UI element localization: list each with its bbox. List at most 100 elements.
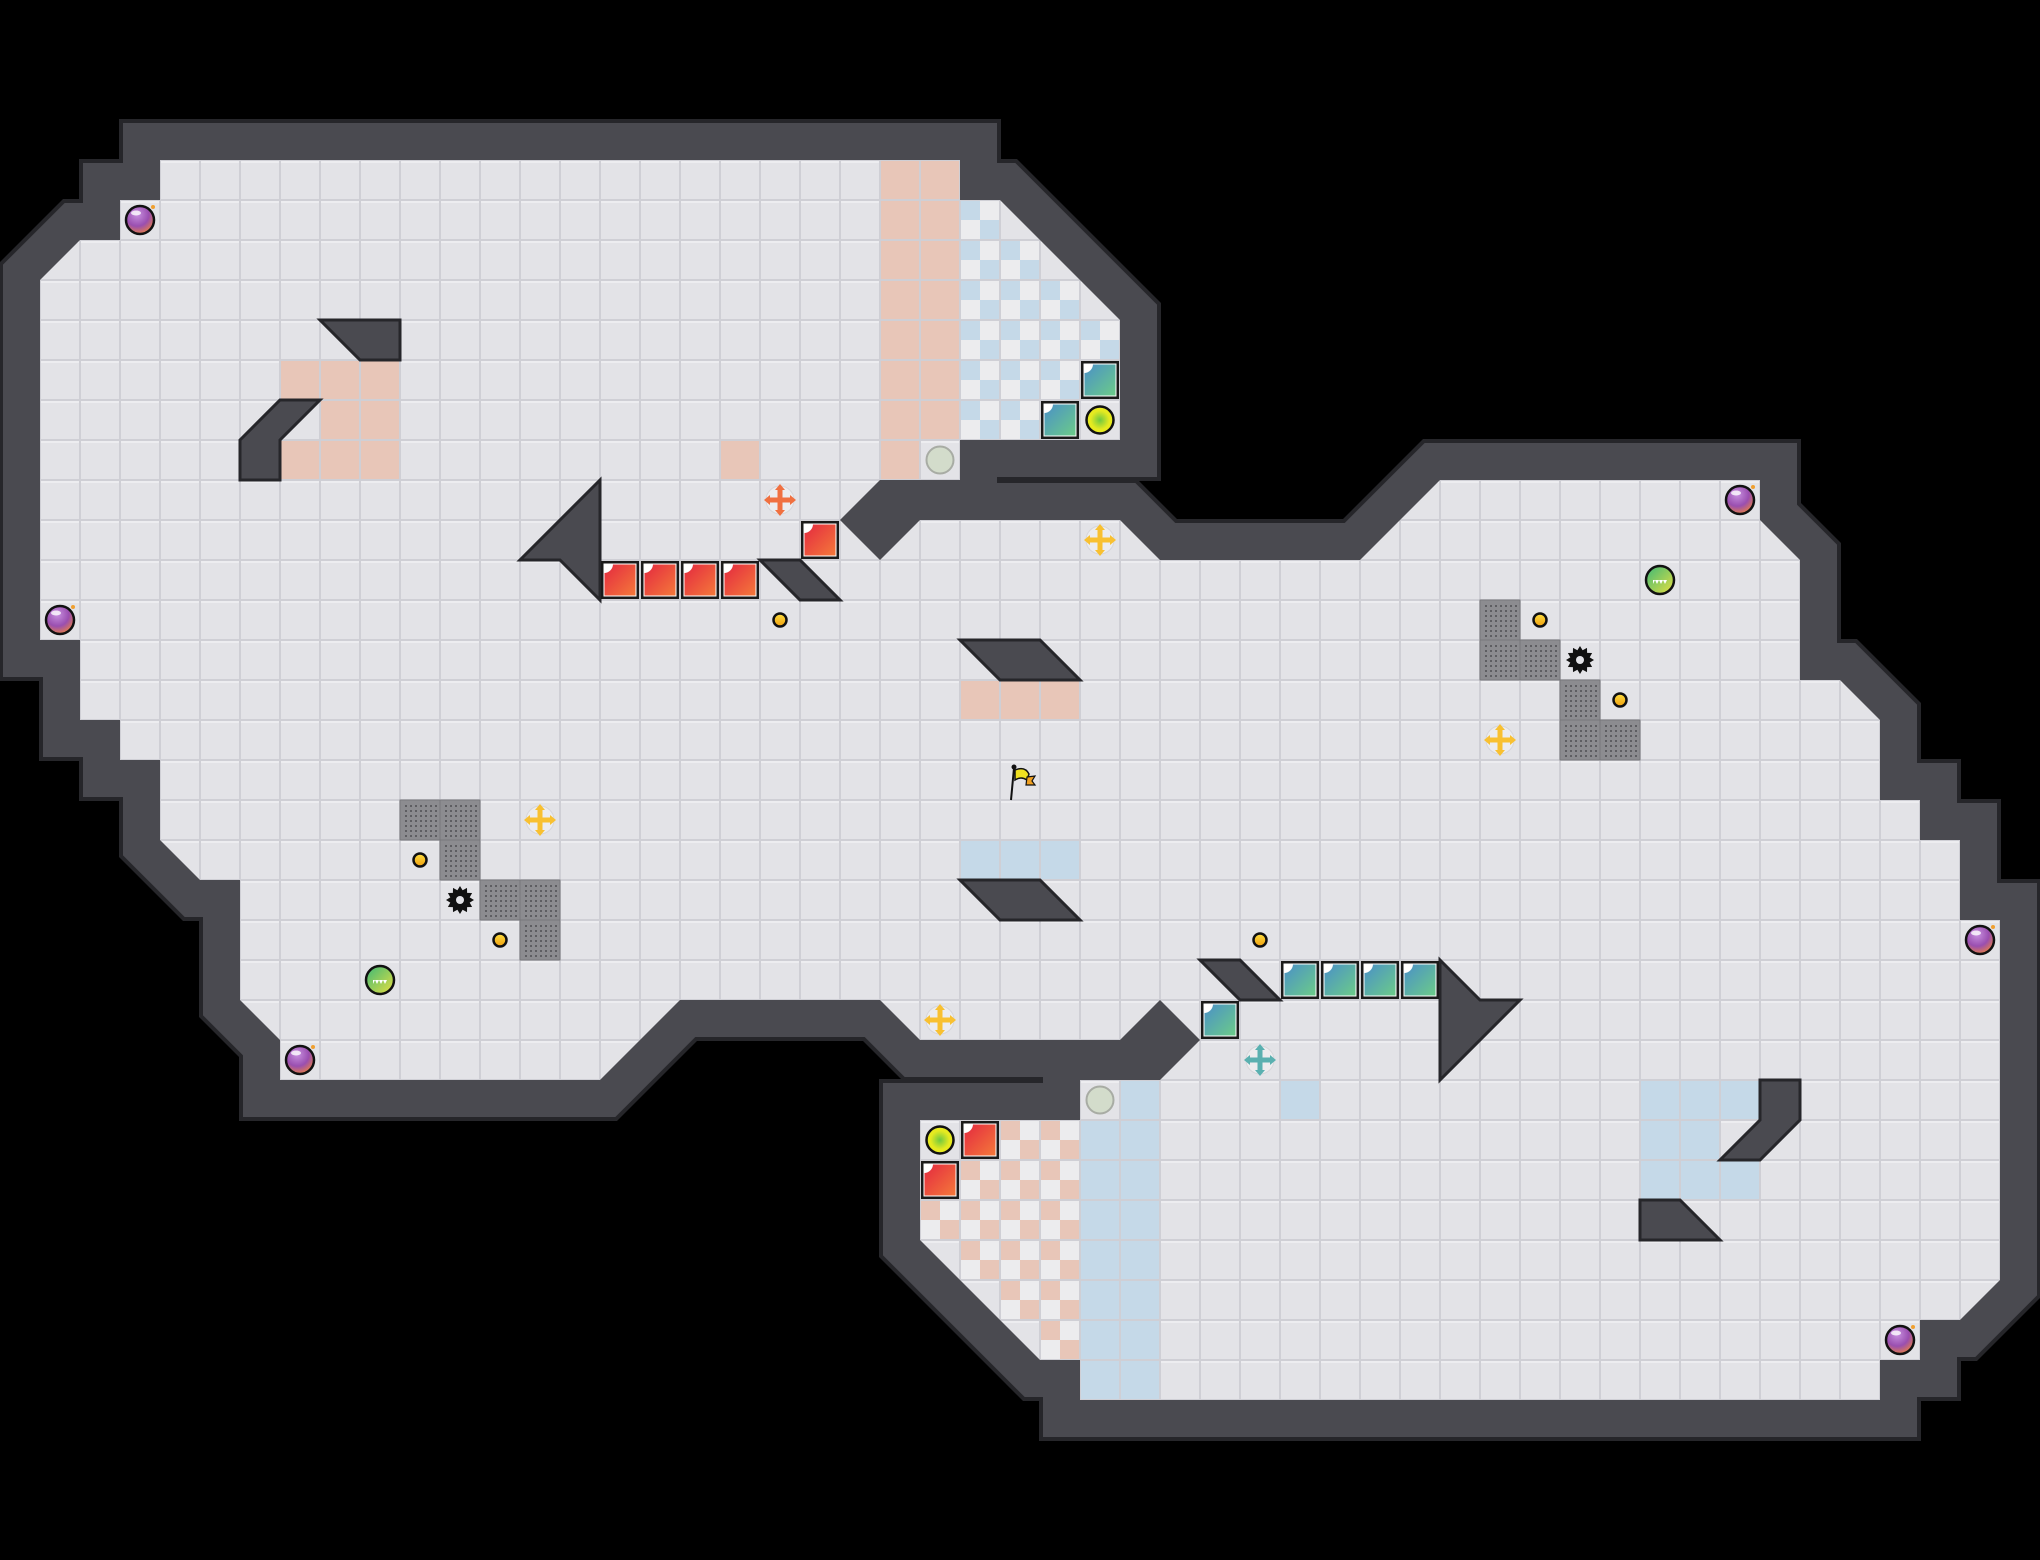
pink-zone-tile (881, 401, 919, 439)
floor-tiles (40, 160, 2000, 1400)
pink-zone-tile (361, 441, 399, 479)
inner-wall-block (238, 398, 324, 482)
pink-zone-tile (921, 401, 959, 439)
blue-zone-tile (1721, 1081, 1759, 1119)
blue-zone-tile (1681, 1161, 1719, 1199)
mesh-block (519, 879, 561, 921)
inner-wall-block (1638, 1198, 1724, 1242)
bubble-enemy-icon (284, 1044, 316, 1076)
teal-block (1081, 361, 1119, 399)
inner-wall-block (956, 878, 1084, 922)
blue-checker-tile (1001, 241, 1039, 279)
mesh-block (479, 879, 521, 921)
pink-zone-tile (321, 401, 359, 439)
blue-checker-tile (1001, 401, 1039, 439)
blue-zone-tile (1121, 1281, 1159, 1319)
pink-zone-tile (721, 441, 759, 479)
blue-zone-tile (1041, 841, 1079, 879)
bubble-enemy-icon (1964, 924, 1996, 956)
mesh-block (1479, 639, 1521, 681)
blue-zone-tile (1121, 1241, 1159, 1279)
red-block (681, 561, 719, 599)
target-switch-icon (925, 1125, 955, 1155)
pink-zone-tile (921, 361, 959, 399)
move-cross-icon (1484, 724, 1516, 756)
pink-zone-tile (281, 361, 319, 399)
pink-zone-tile (881, 321, 919, 359)
teal-block (1281, 961, 1319, 999)
green-chomper-icon (1644, 564, 1676, 596)
blue-zone-tile (1121, 1321, 1159, 1359)
pink-zone-tile (281, 441, 319, 479)
pink-zone-tile (361, 361, 399, 399)
bubble-enemy-icon (1724, 484, 1756, 516)
mesh-block (519, 919, 561, 961)
pink-checker-tile (1001, 1281, 1039, 1319)
pink-checker-tile (1001, 1201, 1039, 1239)
green-chomper-icon (364, 964, 396, 996)
mesh-block (1559, 719, 1601, 761)
pink-checker-tile (1041, 1281, 1079, 1319)
pink-checker-tile (961, 1161, 999, 1199)
pink-zone-tile (961, 681, 999, 719)
mesh-block (1599, 719, 1641, 761)
blue-zone-tile (1121, 1121, 1159, 1159)
pink-zone-tile (881, 281, 919, 319)
blue-checker-tile (1081, 321, 1119, 359)
gear-hazard-icon (446, 886, 474, 914)
move-cross-icon (924, 1004, 956, 1036)
coin-icon (1612, 692, 1628, 708)
floor (40, 160, 2000, 1400)
blue-checker-tile (1041, 281, 1079, 319)
blue-checker-tile (961, 361, 999, 399)
blue-checker-tile (961, 201, 999, 239)
gear-hazard-icon (1566, 646, 1594, 674)
pink-zone-tile (1041, 681, 1079, 719)
pink-zone-tile (921, 161, 959, 199)
blue-zone-tile (1681, 1081, 1719, 1119)
blue-zone-tile (1721, 1161, 1759, 1199)
pink-checker-tile (1041, 1161, 1079, 1199)
pieces (44, 204, 1996, 1356)
pink-checker-tile (1041, 1121, 1079, 1159)
blue-zone-tile (1081, 1321, 1119, 1359)
blue-zone-tile (1281, 1081, 1319, 1119)
mesh-block (399, 799, 441, 841)
teal-block (1321, 961, 1359, 999)
blue-zone-tile (1001, 841, 1039, 879)
teal-block (1201, 1001, 1239, 1039)
move-cross-icon (1244, 1044, 1276, 1076)
target-switch-icon (1085, 405, 1115, 435)
pink-zone-tile (881, 441, 919, 479)
pink-zone-tile (881, 161, 919, 199)
blue-checker-tile (961, 241, 999, 279)
mesh-block (1559, 679, 1601, 721)
pink-checker-tile (961, 1241, 999, 1279)
move-cross-icon (1084, 524, 1116, 556)
blue-zone-tile (1641, 1081, 1679, 1119)
inner-wall-block (756, 558, 844, 602)
pink-zone-tile (881, 361, 919, 399)
blue-checker-tile (1001, 281, 1039, 319)
red-block (601, 561, 639, 599)
blue-zone-tile (1121, 1361, 1159, 1399)
pink-zone-tile (881, 201, 919, 239)
coin-icon (492, 932, 508, 948)
blue-zone-tile (1681, 1121, 1719, 1159)
pink-checker-tile (1041, 1241, 1079, 1279)
pink-checker-tile (921, 1201, 959, 1239)
pink-zone-tile (921, 281, 959, 319)
mesh-block (439, 799, 481, 841)
inner-wall-block (1438, 956, 1524, 1084)
pink-zone-tile (361, 401, 399, 439)
mesh-block (439, 839, 481, 881)
pink-zone-tile (881, 241, 919, 279)
inner-walls (238, 318, 1802, 1242)
inner-wall-block (1716, 1078, 1802, 1162)
pink-checker-tile (1041, 1321, 1079, 1359)
blue-zone-tile (1081, 1161, 1119, 1199)
blue-checker-tile (961, 321, 999, 359)
inner-wall-block (516, 476, 602, 604)
blue-zone-tile (1121, 1081, 1159, 1119)
